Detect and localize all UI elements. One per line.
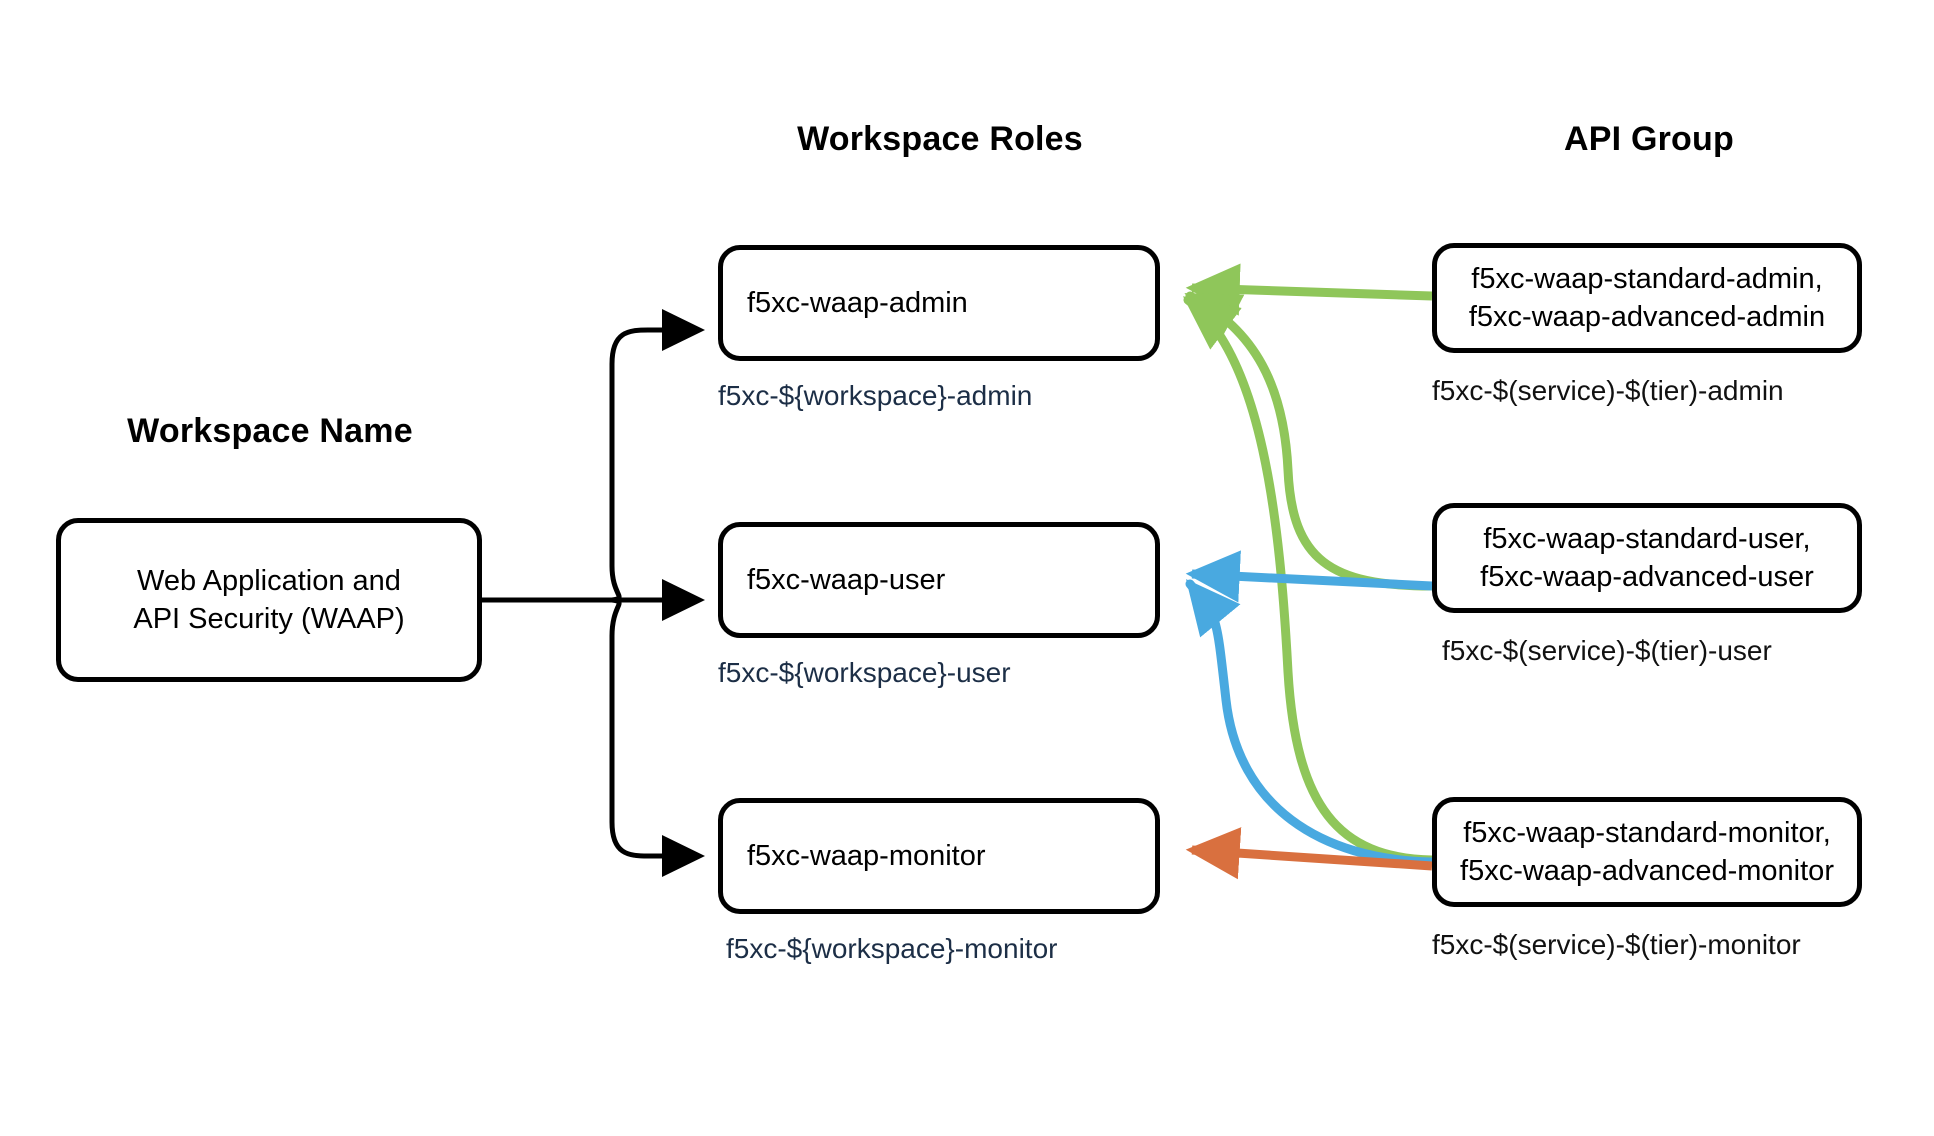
api-group-label-monitor: f5xc-waap-standard-monitor, f5xc-waap-ad… <box>1460 816 1834 887</box>
workspace-role-label-admin: f5xc-waap-admin <box>747 286 968 319</box>
connector-workspace-to-admin <box>609 309 706 603</box>
api-group-label-user: f5xc-waap-standard-user, f5xc-waap-advan… <box>1480 522 1814 593</box>
workspace-name-box[interactable]: Web Application and API Security (WAAP) <box>56 518 482 682</box>
connector-workspace-to-monitor <box>609 597 706 877</box>
workspace-role-caption-admin: f5xc-${workspace}-admin <box>718 380 1033 411</box>
workspace-role-box-user[interactable]: f5xc-waap-user <box>718 522 1160 638</box>
api-group-caption-user: f5xc-$(service)-$(tier)-user <box>1442 635 1772 666</box>
api-group-box-user[interactable]: f5xc-waap-standard-user, f5xc-waap-advan… <box>1432 503 1862 613</box>
connector-api-monitor-to-role-user <box>1185 579 1437 867</box>
connector-api-admin-to-role-admin <box>1185 263 1433 316</box>
workspace-role-caption-user: f5xc-${workspace}-user <box>718 657 1011 688</box>
workspace-name-label: Web Application and API Security (WAAP) <box>133 564 405 635</box>
api-group-caption-admin: f5xc-$(service)-$(tier)-admin <box>1432 375 1784 406</box>
workspace-role-label-user: f5xc-waap-user <box>747 563 946 596</box>
workspace-role-label-monitor: f5xc-waap-monitor <box>747 839 986 872</box>
connector-api-monitor-to-role-monitor <box>1185 827 1433 880</box>
api-group-label-admin: f5xc-waap-standard-admin, f5xc-waap-adva… <box>1468 262 1826 333</box>
connector-api-user-to-role-user <box>1185 550 1433 603</box>
column-header-api-group: API Group <box>1564 120 1734 158</box>
api-group-caption-monitor: f5xc-$(service)-$(tier)-monitor <box>1432 929 1801 960</box>
workspace-role-box-monitor[interactable]: f5xc-waap-monitor <box>718 798 1160 914</box>
api-group-box-admin[interactable]: f5xc-waap-standard-admin, f5xc-waap-adva… <box>1432 243 1862 353</box>
api-group-box-monitor[interactable]: f5xc-waap-standard-monitor, f5xc-waap-ad… <box>1432 797 1862 907</box>
connector-api-user-to-role-admin <box>1184 291 1437 591</box>
connector-api-monitor-to-role-admin <box>1182 295 1437 865</box>
workspace-role-caption-monitor: f5xc-${workspace}-monitor <box>726 933 1058 964</box>
workspace-role-box-admin[interactable]: f5xc-waap-admin <box>718 245 1160 361</box>
column-header-workspace-roles: Workspace Roles <box>797 120 1083 158</box>
column-header-workspace-name: Workspace Name <box>127 412 413 450</box>
